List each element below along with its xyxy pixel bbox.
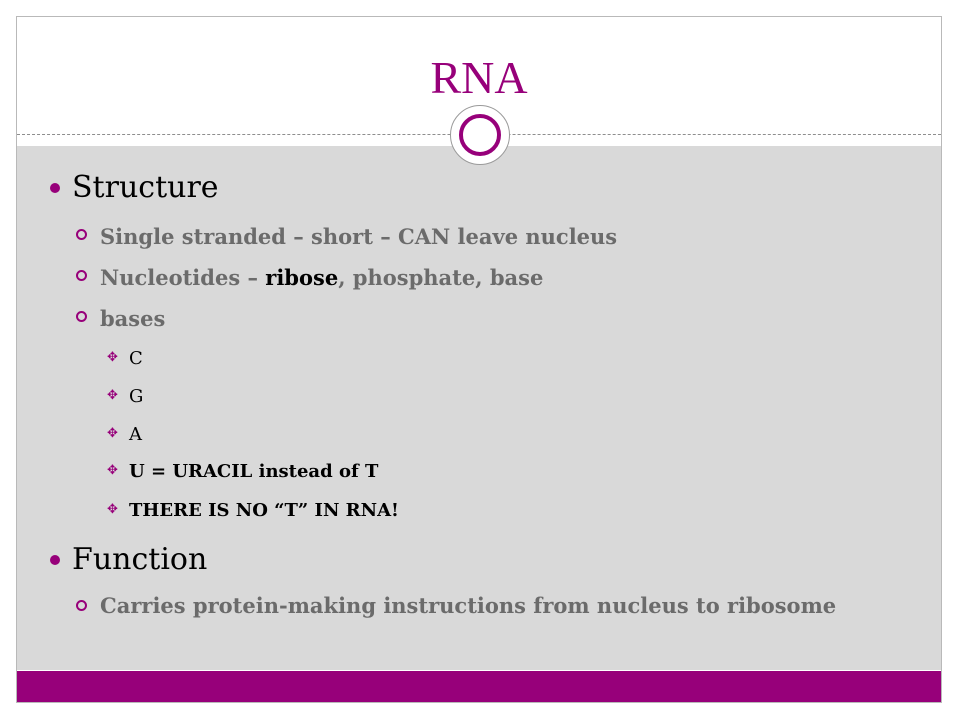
- footer-bar: [17, 671, 941, 702]
- bullet-ring-icon: [76, 311, 87, 322]
- bullet-dot-icon: [50, 555, 60, 565]
- divider-ring-icon: [459, 114, 501, 156]
- bullet-ring-icon: [76, 270, 87, 281]
- emphasis-ribose: ribose: [265, 265, 339, 290]
- cross-mark-icon: ✥: [107, 350, 118, 365]
- cross-mark-icon: ✥: [107, 463, 118, 478]
- bullet-ring-icon: [76, 600, 87, 611]
- cross-mark-icon: ✥: [107, 502, 118, 517]
- slide-title: RNA: [430, 52, 528, 103]
- content-area: [17, 146, 941, 670]
- cross-mark-icon: ✥: [107, 388, 118, 403]
- cross-mark-icon: ✥: [107, 426, 118, 441]
- bullet-ring-icon: [76, 229, 87, 240]
- function-description: Carries protein-making instructions from…: [100, 593, 837, 618]
- bullet-dot-icon: [50, 183, 60, 193]
